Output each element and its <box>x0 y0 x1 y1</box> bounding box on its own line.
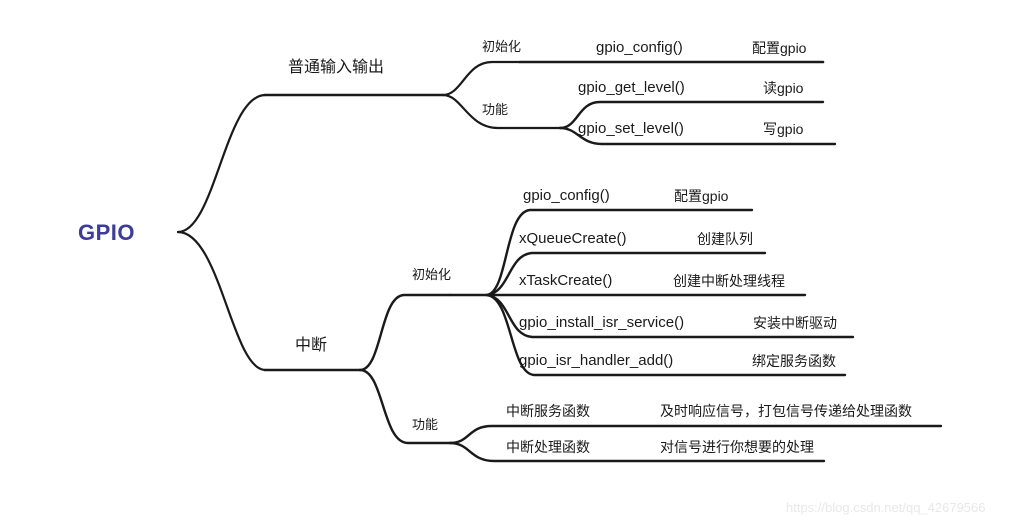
edge-normalio-to-init <box>441 60 522 97</box>
item-name-gpio-set-level[interactable]: gpio_set_level() <box>578 120 684 137</box>
csdn-watermark: https://blog.csdn.net/qq_42679566 <box>786 500 986 515</box>
group-label-normal-io-func[interactable]: 功能 <box>482 102 509 117</box>
item-desc-isr-service-function: 及时响应信号，打包信号传递给处理函数 <box>660 403 912 419</box>
item-name-gpio-config-top[interactable]: gpio_config() <box>596 39 683 56</box>
edge-func-to-get-level <box>558 100 825 130</box>
item-name-isr-service-function[interactable]: 中断服务函数 <box>506 403 590 419</box>
item-name-gpio-isr-handler-add[interactable]: gpio_isr_handler_add() <box>519 352 674 369</box>
group-label-interrupt-init[interactable]: 初始化 <box>412 267 452 282</box>
item-desc-gpio-config-top: 配置gpio <box>752 40 807 56</box>
item-desc-gpio-set-level: 写gpio <box>763 121 804 137</box>
root-node-gpio[interactable]: GPIO <box>78 220 136 245</box>
item-name-gpio-get-level[interactable]: gpio_get_level() <box>578 79 685 96</box>
item-desc-xqueuecreate: 创建队列 <box>697 231 753 247</box>
edge-ifunc-to-handler <box>448 441 826 463</box>
item-desc-xtaskcreate: 创建中断处理线程 <box>673 273 785 289</box>
edge-init-to-gpio-config <box>485 208 754 297</box>
branch-label-interrupt[interactable]: 中断 <box>295 337 328 354</box>
item-name-isr-handler-function[interactable]: 中断处理函数 <box>506 439 590 455</box>
item-desc-int-gpio-config: 配置gpio <box>674 188 729 204</box>
item-desc-isr-handler-function: 对信号进行你想要的处理 <box>660 439 814 455</box>
group-label-normal-io-init[interactable]: 初始化 <box>482 39 522 54</box>
item-name-int-gpio-config[interactable]: gpio_config() <box>523 187 610 204</box>
edge-init-to-xqueuecreate <box>485 251 767 297</box>
edge-init-to-isr-handler-add <box>485 293 847 377</box>
item-name-gpio-install-isr-service[interactable]: gpio_install_isr_service() <box>519 314 685 331</box>
edge-interrupt-to-func <box>358 368 452 445</box>
item-name-xtaskcreate[interactable]: xTaskCreate() <box>519 272 613 289</box>
item-name-xqueuecreate[interactable]: xQueueCreate() <box>519 230 627 247</box>
item-desc-gpio-get-level: 读gpio <box>763 80 804 96</box>
edge-root-to-interrupt <box>176 230 267 372</box>
item-desc-gpio-isr-handler-add: 绑定服务函数 <box>752 353 836 369</box>
edge-root-to-normal-io <box>176 93 267 234</box>
group-label-interrupt-func[interactable]: 功能 <box>412 417 439 432</box>
branch-label-normal-io[interactable]: 普通输入输出 <box>288 59 385 76</box>
edge-func-to-set-level <box>558 126 837 146</box>
edge-normalio-to-func <box>441 93 562 130</box>
edge-interrupt-to-init <box>358 293 452 372</box>
item-desc-gpio-install-isr-service: 安装中断驱动 <box>753 315 837 331</box>
